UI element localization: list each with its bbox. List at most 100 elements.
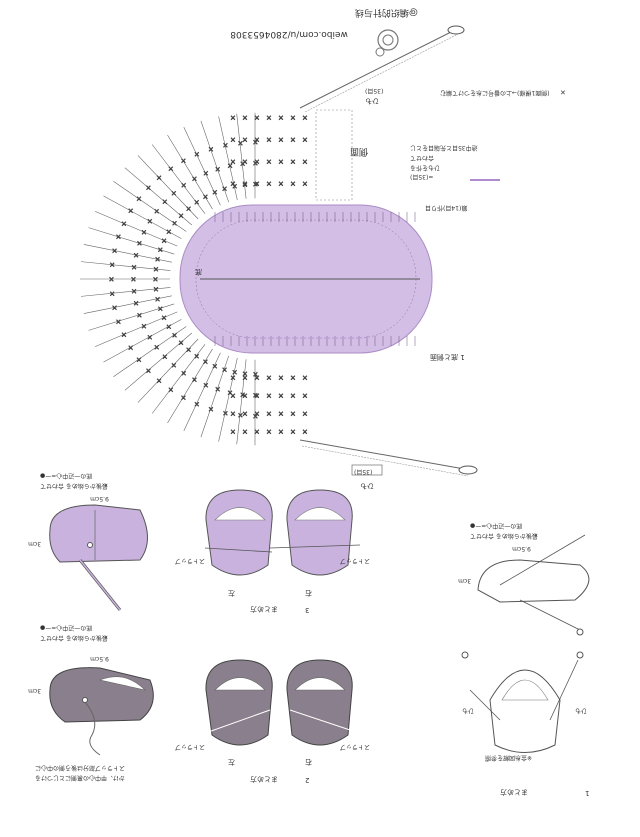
stitch-ray	[113, 181, 187, 232]
stitch-x: ×	[153, 285, 159, 293]
panel3-strap-right: ストラップ	[340, 557, 370, 564]
stitch-x: ×	[156, 377, 162, 385]
panel3-dim-w: 9.5cm	[90, 495, 109, 502]
stitch-x: ×	[171, 189, 177, 197]
panel3-slipper-right	[286, 489, 353, 576]
stitch-x: ×	[253, 391, 259, 399]
joint-note-2: 合わせて	[410, 154, 434, 162]
stitch-x: ×	[254, 428, 260, 436]
stitch-x: ×	[237, 412, 243, 420]
stitch-x: ×	[128, 207, 134, 215]
stitch-x: ×	[155, 256, 161, 264]
panel2-side-slipper	[49, 667, 154, 723]
panel2-right: 右	[305, 758, 312, 767]
stitch-x: ×	[242, 392, 248, 400]
stitch-ray	[103, 195, 182, 239]
stitch-x: ×	[242, 114, 248, 122]
stitch-x: ×	[203, 193, 209, 201]
stitch-x: ×	[242, 428, 248, 436]
watermark-url: weibo.com/u/2804653308	[230, 29, 348, 39]
stitch-ray	[167, 134, 213, 210]
stitch-x: ×	[109, 290, 115, 298]
tie-bottom-label: ひも	[360, 482, 374, 490]
panel3-title: まとめ方	[250, 605, 278, 614]
stitch-x: ×	[157, 246, 163, 254]
stitch-x: ×	[232, 368, 238, 376]
stitch-x: ×	[156, 174, 162, 182]
panel2-number: 2	[305, 776, 309, 784]
panel-3: 左 右 ストラップ ストラップ まとめ方 3	[175, 489, 370, 614]
stitch-x: ×	[302, 136, 308, 144]
stitch-x: ×	[212, 189, 218, 197]
stitch-ray	[167, 348, 213, 424]
tie-bottom-end	[458, 465, 478, 475]
stitch-x: ×	[181, 394, 187, 402]
stitch-x: ×	[302, 392, 308, 400]
stitch-x: ×	[186, 205, 192, 213]
stitch-x: ×	[133, 300, 139, 308]
stitch-ray	[218, 357, 238, 442]
stitch-x: ×	[154, 207, 160, 215]
panel1-title: まとめ方	[500, 788, 528, 797]
stitch-x: ×	[223, 142, 229, 150]
stitch-x: ×	[116, 318, 122, 326]
stitch-x: ×	[290, 180, 296, 188]
stitch-x: ×	[266, 392, 272, 400]
stitch-x: ×	[290, 374, 296, 382]
stitch-x: ×	[266, 428, 272, 436]
panel3-note-2: 最後から始める 合わせて	[40, 482, 108, 490]
stitch-x: ×	[242, 181, 248, 189]
stitch-x: ×	[168, 386, 174, 394]
stitch-x: ×	[278, 180, 284, 188]
panel3-strap-left: ストラップ	[175, 557, 205, 564]
panel2-slipper-left	[205, 659, 273, 746]
panel2-strap-right: ストラップ	[340, 743, 370, 750]
bottom-label: 底	[195, 268, 202, 277]
stitch-ray	[183, 126, 221, 206]
panel3-side-view: 9.5cm 3cm 底の一辺中心=ー● 最後から始める 合わせて	[28, 472, 148, 611]
stitch-x: ×	[253, 371, 259, 379]
section-label: 1 底と側面	[430, 353, 465, 362]
panel1-note-2: 最後から始める 合わせて	[470, 532, 538, 540]
panel3-note-1: 底の一辺中心=ー●	[40, 472, 92, 480]
stitch-ray	[151, 144, 206, 214]
stitch-ray	[83, 244, 172, 263]
stitch-x: ×	[237, 139, 243, 147]
stitch-ray	[95, 211, 178, 247]
stitch-x: ×	[203, 170, 209, 178]
stitch-x: ×	[133, 251, 139, 259]
stitch-x: ×	[302, 180, 308, 188]
stitch-ray	[137, 155, 199, 220]
side-stitch-rays	[80, 112, 256, 446]
stitch-x: ×	[222, 366, 228, 374]
weibo-logo	[375, 29, 399, 57]
stitch-x: ×	[141, 228, 147, 236]
stitch-x: ×	[290, 114, 296, 122]
stitch-x: ×	[186, 346, 192, 354]
stitch-x: ×	[227, 162, 233, 170]
stitch-ray	[137, 338, 199, 403]
panel3-slipper-left	[205, 489, 273, 576]
sole-ticks	[214, 212, 416, 346]
stitch-x: ×	[254, 410, 260, 418]
stitch-x: ×	[192, 376, 198, 384]
stitch-x: ×	[181, 157, 187, 165]
stitch-x: ×	[290, 428, 296, 436]
panel3-side-slipper	[49, 504, 148, 563]
stitch-x: ×	[145, 184, 151, 192]
stitch-x: ×	[230, 392, 236, 400]
tie-top-count: (35目)	[365, 87, 383, 94]
stitch-x: ×	[194, 400, 200, 408]
start-note: 鎖(14目)作り目	[425, 204, 467, 212]
stitch-x: ×	[240, 160, 246, 168]
stitch-x: ×	[161, 237, 167, 245]
stitch-x: ×	[242, 180, 248, 188]
panel2-side-view: 9.5cm 3cm 底の一辺中心=ー● 最後から始める 合わせて ストラップ部分…	[28, 624, 154, 782]
stitch-x: ×	[194, 199, 200, 207]
stitch-ray	[236, 359, 247, 445]
stitch-x: ×	[172, 331, 178, 339]
panel1-slipper-side	[477, 559, 590, 603]
stitch-x: ×	[278, 136, 284, 144]
panel-1: まとめ方 1 ※金糸図解を参照 ひも ひも 9.5cm 3cm 底の一辺中心=ー…	[458, 522, 589, 797]
stitch-x: ×	[136, 356, 142, 364]
